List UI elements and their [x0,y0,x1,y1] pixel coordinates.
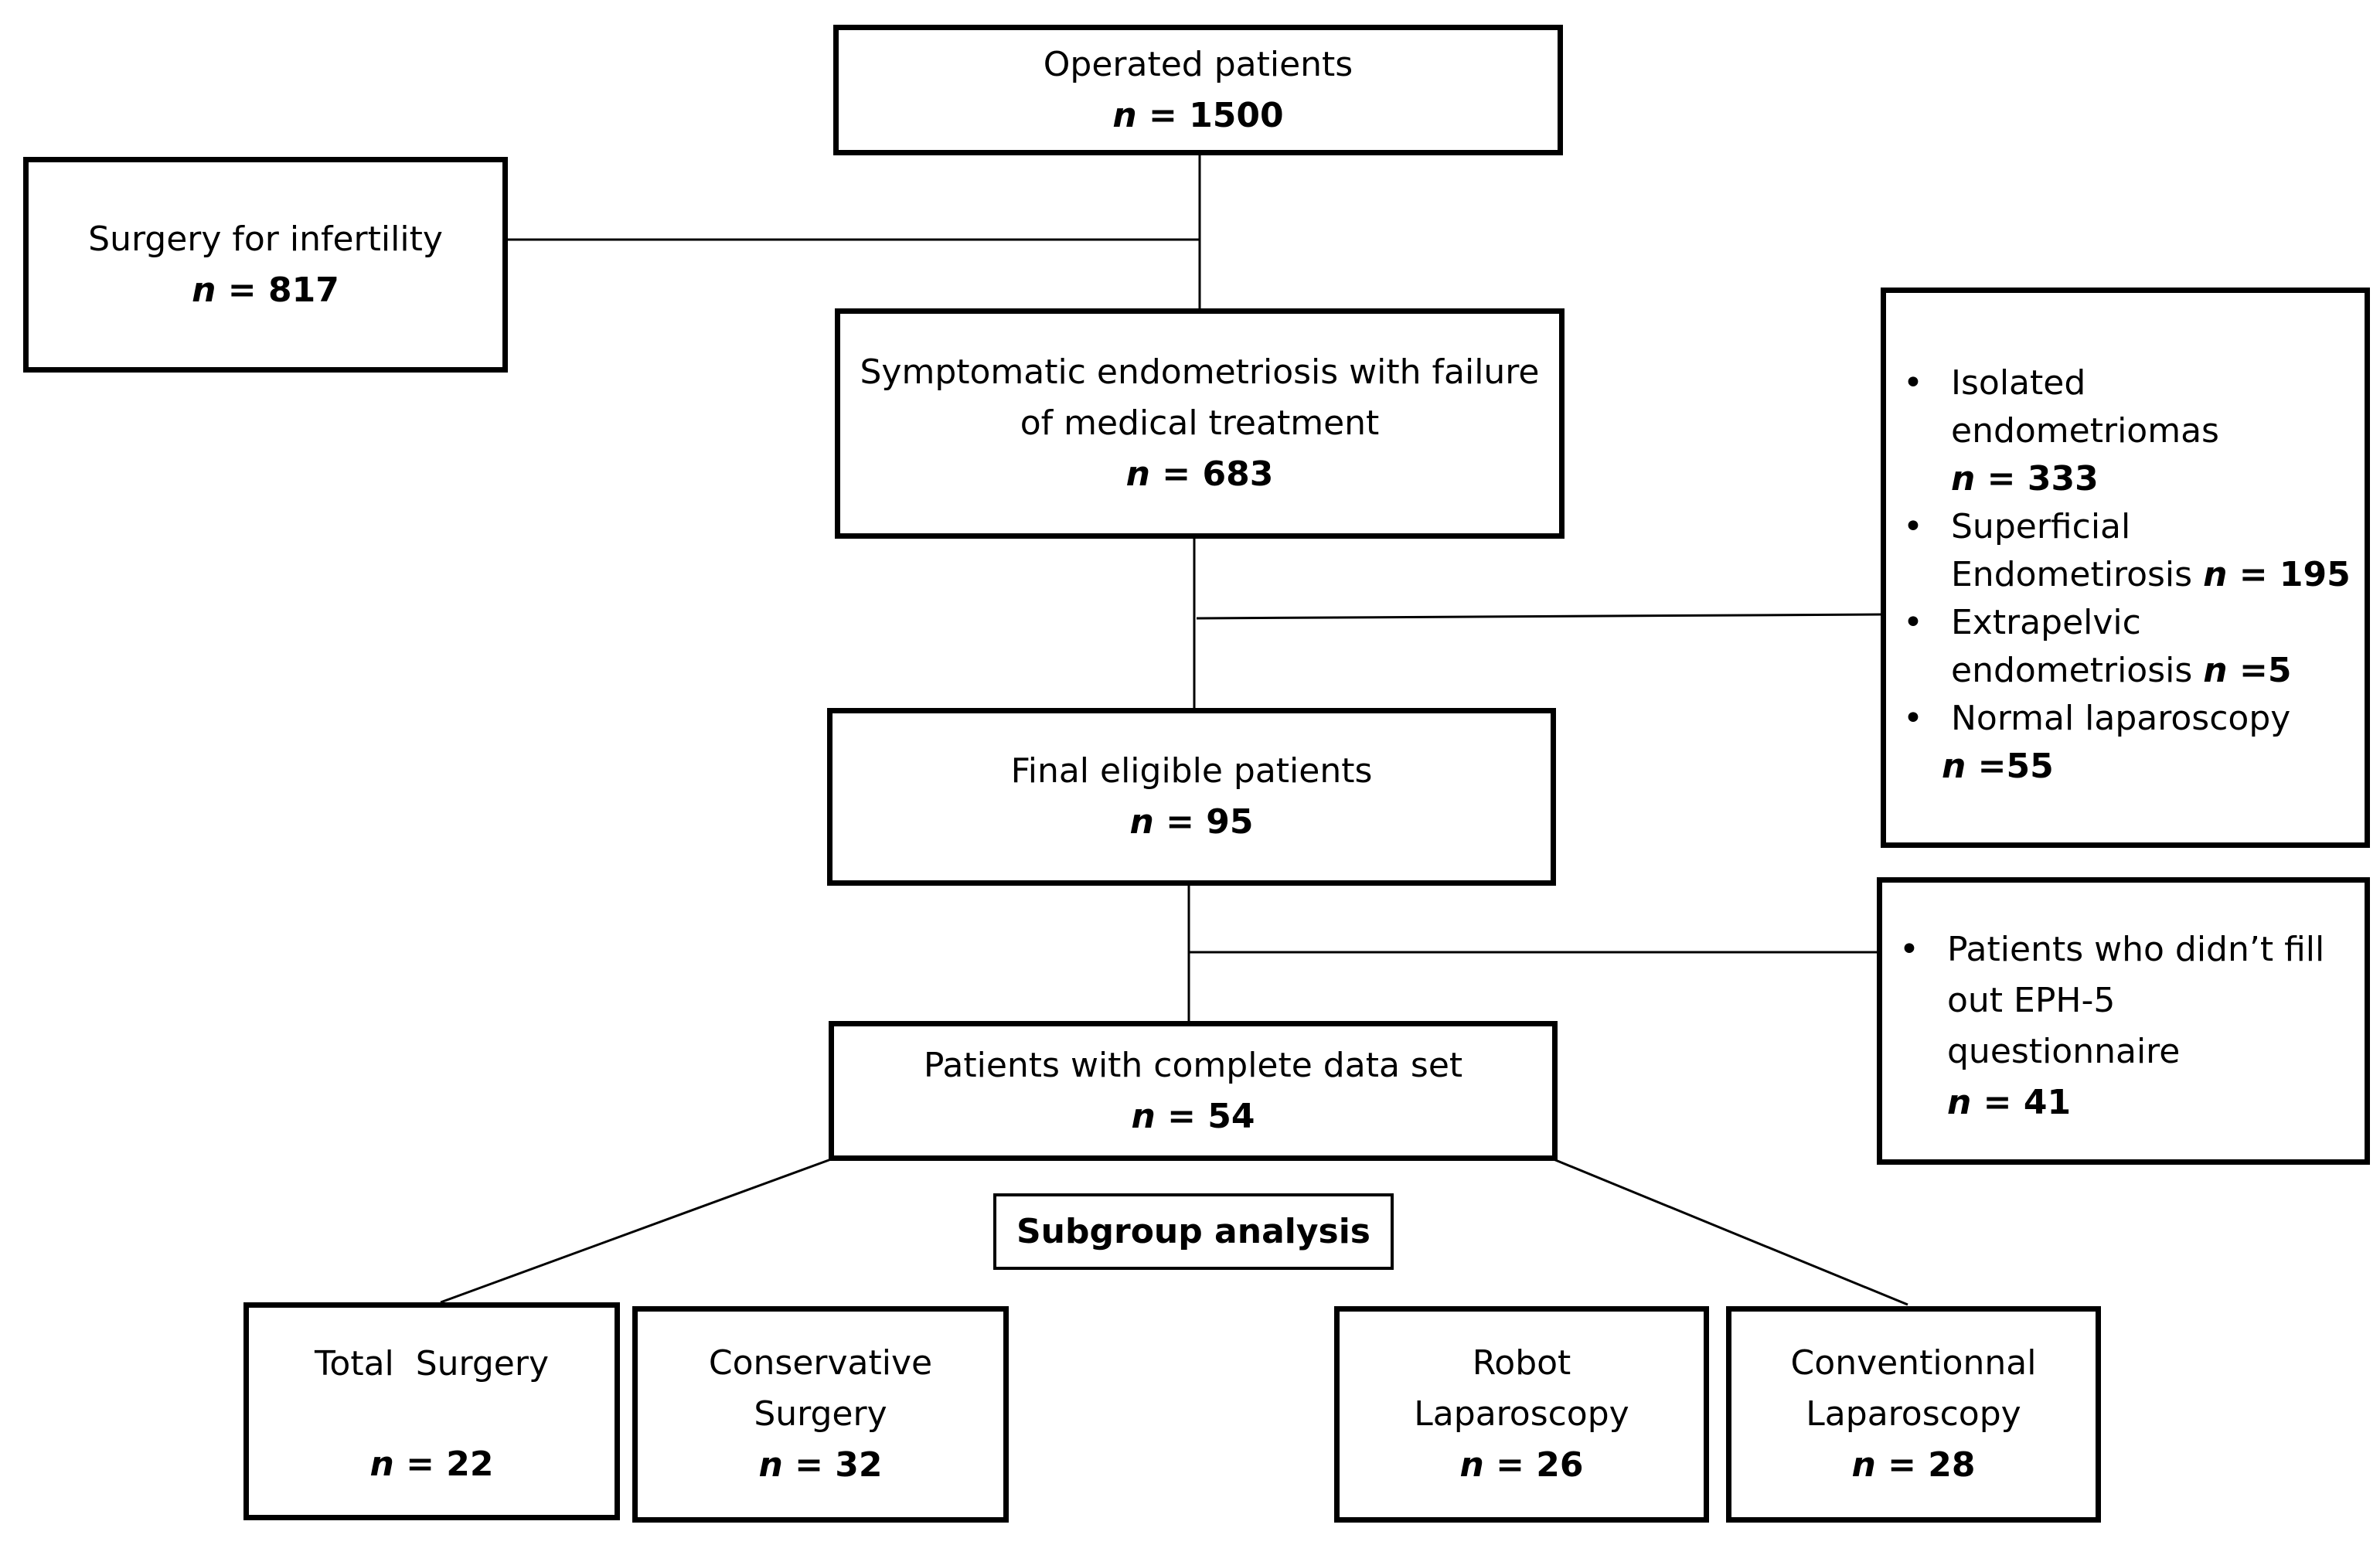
surgery-infertility-count: n = 817 [192,270,339,310]
operated-patients-box: Operated patients n = 1500 [833,25,1563,155]
symptomatic-endometriosis-label-2: of medical treatment [1020,403,1380,443]
total-surgery-count: n = 22 [369,1445,494,1484]
symptomatic-endometriosis-label-1: Symptomatic endometriosis with failure [860,352,1540,392]
conservative-surgery-label-1: Conservative [708,1343,933,1383]
final-eligible-label: Final eligible patients [1010,751,1373,791]
subgroup-analysis-label: Subgroup analysis [993,1193,1394,1270]
conventional-laparoscopy-label-1: Conventionnal [1790,1343,2037,1383]
symptomatic-endometriosis-box: Symptomatic endometriosis with failure o… [835,308,1565,539]
exclusion-list-box: Isolated endometriomas n = 333 Superfici… [1881,288,2370,848]
symptomatic-endometriosis-count: n = 683 [1125,454,1274,494]
exclusion-item-normal-laparoscopy: Normal laparoscopy n =55 [1886,695,2351,791]
conventional-laparoscopy-box: Conventionnal Laparoscopy n = 28 [1726,1306,2101,1523]
missing-questionnaire-list: Patients who didn’t fill out EPH-5 quest… [1882,924,2324,1128]
conventional-laparoscopy-label-2: Laparoscopy [1806,1394,2021,1434]
total-surgery-label: Total Surgery [315,1344,549,1383]
connector-to-conventional [1553,1158,1908,1306]
robot-laparoscopy-label-2: Laparoscopy [1414,1394,1629,1434]
robot-laparoscopy-label-1: Robot [1472,1343,1571,1383]
operated-patients-count: n = 1500 [1112,95,1284,135]
complete-data-box: Patients with complete data set n = 54 [829,1021,1558,1161]
final-eligible-count: n = 95 [1129,802,1254,842]
exclusion-list: Isolated endometriomas n = 333 Superfici… [1886,359,2351,791]
exclusion-item-superficial-endometriosis: Superficial Endometirosis n = 195 [1886,503,2351,599]
missing-questionnaire-item: Patients who didn’t fill out EPH-5 quest… [1882,924,2324,1128]
exclusion-item-extrapelvic-endometriosis: Extrapelvic endometriosis n =5 [1886,599,2351,695]
total-surgery-box: Total Surgery n = 22 [243,1302,620,1520]
final-eligible-box: Final eligible patients n = 95 [827,708,1556,886]
conservative-surgery-label-2: Surgery [754,1394,887,1434]
surgery-infertility-box: Surgery for infertility n = 817 [23,157,508,373]
robot-laparoscopy-count: n = 26 [1459,1445,1584,1485]
connector-to-exclusions-1 [1196,613,1881,620]
surgery-infertility-label: Surgery for infertility [88,219,443,259]
operated-patients-label: Operated patients [1043,44,1353,84]
complete-data-count: n = 54 [1131,1096,1255,1136]
connector-to-total-surgery [440,1158,832,1304]
exclusion-item-isolated-endometriomas: Isolated endometriomas n = 333 [1886,359,2351,503]
missing-questionnaire-box: Patients who didn’t fill out EPH-5 quest… [1877,877,2370,1165]
complete-data-label: Patients with complete data set [923,1045,1463,1085]
robot-laparoscopy-box: Robot Laparoscopy n = 26 [1334,1306,1709,1523]
conventional-laparoscopy-count: n = 28 [1851,1445,1976,1485]
conservative-surgery-box: Conservative Surgery n = 32 [632,1306,1009,1523]
conservative-surgery-count: n = 32 [758,1445,883,1485]
